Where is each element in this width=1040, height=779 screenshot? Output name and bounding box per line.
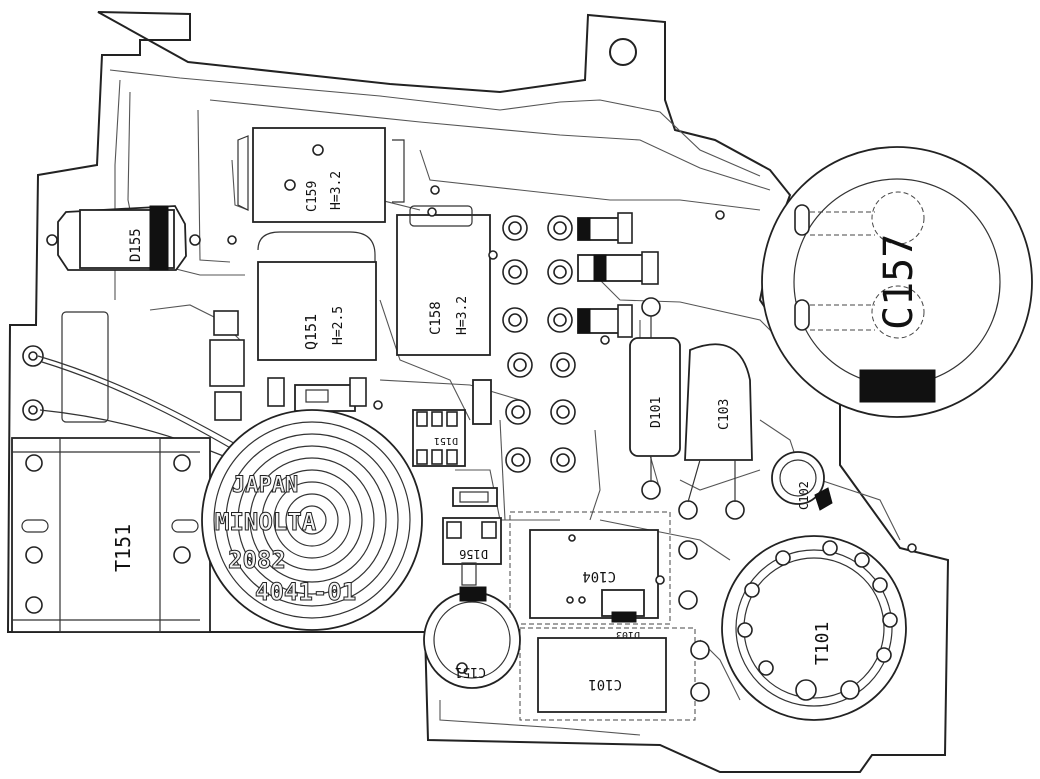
trace: [499, 419, 506, 521]
t101-label: T101: [812, 622, 833, 665]
small-component: [267, 377, 367, 412]
trace: [379, 379, 521, 401]
smd-component: [577, 212, 659, 338]
trace: [679, 469, 761, 491]
board-outline: [6, 11, 950, 773]
marking-line4: 4041-01: [255, 578, 356, 606]
c102-label: C102: [797, 481, 811, 510]
c103-label: C103: [717, 399, 732, 430]
c159-label: C159: [305, 181, 320, 212]
pad-grid: [502, 215, 576, 473]
bracket: [61, 311, 109, 423]
c104-label: C104: [582, 568, 616, 584]
mount-hole: [609, 38, 637, 66]
marking-line1: JAPAN: [232, 473, 298, 498]
c151-capacitor: C151: [423, 586, 521, 689]
d151-label: D151: [434, 435, 458, 446]
q151-label: Q151: [302, 314, 320, 350]
q151-height: H=2.5: [331, 306, 346, 345]
c103-capacitor: C103: [678, 343, 753, 520]
d101-diode: D101: [629, 297, 681, 500]
t101-transformer: T101: [721, 535, 907, 721]
c158-capacitor: C158 H=3.2: [396, 205, 491, 356]
c157-label: C157: [876, 234, 922, 330]
d101-label: D101: [649, 397, 664, 428]
marking-line3: 2082: [228, 546, 286, 574]
trace: [231, 159, 249, 211]
c102-component: C102: [771, 451, 833, 511]
c157-capacitor: C157: [761, 146, 1033, 418]
trace: [419, 149, 761, 211]
d103-label: D103: [616, 629, 640, 640]
trace: [599, 519, 731, 561]
d156-label: D156: [459, 547, 488, 561]
t151-transformer: T151: [11, 437, 211, 633]
c159-capacitor: C159 H=3.2: [237, 127, 405, 223]
vias: [227, 185, 917, 585]
trace: [209, 99, 771, 191]
d155-diode: D155: [46, 205, 201, 271]
trace: [439, 700, 641, 736]
c158-height: H=3.2: [455, 296, 470, 335]
c101-capacitor: C101: [519, 627, 710, 721]
trace: [109, 69, 761, 177]
q151-transistor: Q151 H=2.5: [209, 231, 377, 421]
c104-capacitor: C104 D103: [509, 511, 698, 640]
c151-label: C151: [455, 664, 486, 679]
coil-spiral: JAPAN MINOLTA 2082 4041-01: [201, 409, 423, 631]
trace: [819, 479, 901, 541]
trace: [379, 299, 471, 421]
marking-line2: MINOLTA: [215, 508, 317, 536]
c158-label: C158: [428, 301, 444, 335]
trace: [197, 109, 231, 263]
c101-label: C101: [588, 676, 622, 692]
trace: [589, 429, 601, 521]
pad: [28, 351, 38, 361]
c159-height: H=3.2: [329, 171, 344, 210]
d155-label: D155: [128, 228, 144, 262]
d156-diode: D156: [442, 517, 502, 586]
trace: [379, 199, 421, 211]
t151-label: T151: [111, 524, 135, 572]
d151-component: D151: [412, 379, 498, 507]
pad: [28, 405, 38, 415]
